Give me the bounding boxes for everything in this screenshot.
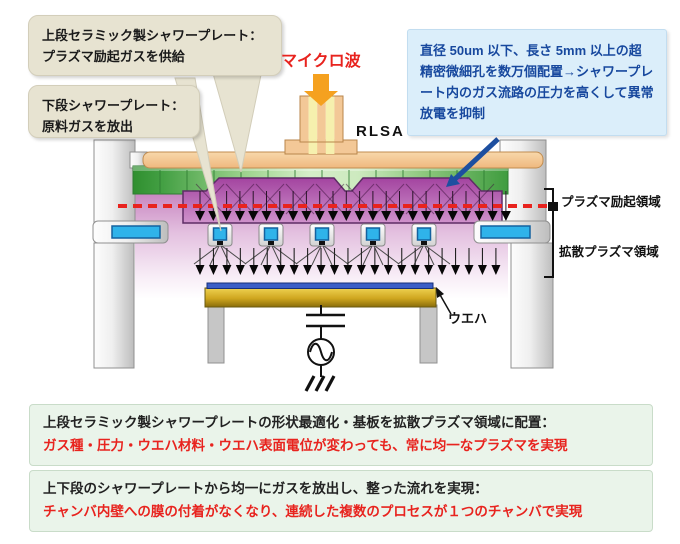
wafer-stage	[204, 282, 438, 364]
flow-arrow	[288, 191, 299, 221]
flow-arrow	[500, 191, 511, 221]
flow-arrow	[437, 248, 447, 275]
flow-arrow	[487, 191, 498, 221]
flow-arrow	[394, 191, 405, 221]
flow-arrow	[381, 191, 392, 221]
flow-arrow	[451, 248, 461, 275]
flow-arrow	[316, 248, 326, 275]
flow-arrow	[249, 248, 259, 275]
callout-upper-shower-plate: 上段セラミック製シャワープレート： プラズマ励起ガスを供給	[28, 15, 282, 76]
callout-lower-shower-plate: 下段シャワープレート： 原料ガスを放出	[28, 85, 200, 138]
flow-arrow	[289, 248, 299, 275]
flow-arrow	[383, 248, 393, 275]
wafer	[206, 282, 434, 289]
flow-arrow	[208, 248, 218, 275]
flow-arrow	[222, 248, 232, 275]
rf-bias-circuit	[304, 305, 345, 392]
excitation-region-label: プラズマ励起領域	[561, 195, 661, 209]
note-heading: 上下段のシャワープレートから均一にガスを放出し、整った流れを実現：	[43, 481, 488, 496]
flow-arrow	[477, 248, 487, 275]
excitation-flow-arrows	[195, 191, 511, 221]
flow-arrow	[370, 248, 380, 275]
shower-nozzle	[360, 223, 386, 247]
flow-arrow	[407, 191, 418, 221]
flow-arrow	[195, 248, 205, 275]
note-plasma-uniformity: 上段セラミック製シャワープレートの形状最適化・基板を拡散プラズマ領域に配置： ガ…	[29, 404, 653, 466]
microwave-arrow-icon	[304, 74, 338, 106]
flow-arrow	[491, 248, 501, 275]
diffusion-region-label: 拡散プラズマ領域	[559, 245, 659, 259]
flow-arrow	[410, 248, 420, 275]
flow-arrow	[262, 248, 272, 275]
flow-arrow	[464, 248, 474, 275]
shower-nozzle	[309, 223, 335, 247]
wafer-label: ウエハ	[448, 311, 488, 326]
ground-icon	[304, 375, 336, 392]
shower-nozzle	[411, 223, 437, 247]
flow-arrow	[367, 191, 378, 221]
note-gas-flow: 上下段のシャワープレートから均一にガスを放出し、整った流れを実現： チャンバ内壁…	[29, 470, 653, 532]
flow-arrow	[261, 191, 272, 221]
microwave-label: マイクロ波	[281, 53, 361, 70]
flow-arrow	[330, 248, 339, 275]
lower-shower-nozzles	[207, 223, 437, 247]
shower-nozzle	[258, 223, 284, 247]
flow-arrow	[303, 248, 313, 275]
note-heading: 上段セラミック製シャワープレートの形状最適化・基板を拡散プラズマ領域に配置：	[43, 415, 555, 430]
micropore-pointer-arrow	[446, 137, 500, 187]
flow-arrow	[397, 248, 407, 275]
flow-arrow	[235, 248, 245, 275]
flow-arrow	[274, 191, 285, 221]
side-gas-channels	[92, 220, 551, 244]
flow-arrow	[276, 248, 286, 275]
waveguide	[284, 95, 358, 155]
flow-arrow	[424, 248, 434, 275]
flow-arrow	[343, 248, 353, 275]
region-bracket	[544, 188, 558, 278]
nozzle-fan-lines	[193, 245, 451, 266]
diffusion-flow-arrows	[195, 248, 501, 275]
rlsa-label: RLSA	[356, 123, 405, 140]
flow-arrow	[356, 248, 366, 275]
note-result: チャンバ内壁への膜の付着がなくなり、連続した複数のプロセスが１つのチャンバで実現	[43, 503, 583, 519]
wafer-pointer-arrow	[436, 287, 452, 315]
callout-micropores: 直径 50um 以下、長さ 5mm 以上の超精密微細孔を数万個配置→シャワープレ…	[407, 29, 667, 136]
note-result: ガス種・圧力・ウエハ材料・ウエハ表面電位が変わっても、常に均一なプラズマを実現	[43, 437, 568, 453]
